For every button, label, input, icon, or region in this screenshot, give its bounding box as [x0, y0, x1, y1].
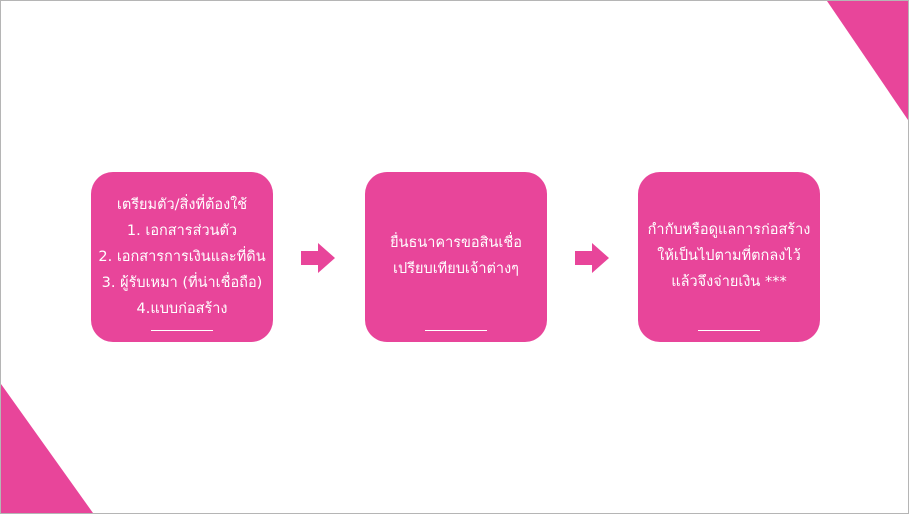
- step-text: กำกับหรือดูแลการก่อสร้าง ให้เป็นไปตามที่…: [638, 217, 820, 295]
- step-line: ยื่นธนาคารขอสินเชื่อ: [390, 235, 522, 251]
- step-line: 2. เอกสารการเงินและที่ดิน: [98, 249, 266, 265]
- corner-triangle-top-right: [827, 1, 908, 120]
- step-line: เปรียบเทียบเจ้าต่างๆ: [393, 261, 519, 277]
- corner-triangle-bottom-left: [1, 384, 93, 513]
- step-box-apply-loan: ยื่นธนาคารขอสินเชื่อ เปรียบเทียบเจ้าต่าง…: [365, 172, 547, 342]
- step-line: เตรียมตัว/สิ่งที่ต้องใช้: [116, 197, 248, 213]
- step-box-supervise-construction: กำกับหรือดูแลการก่อสร้าง ให้เป็นไปตามที่…: [638, 172, 820, 342]
- step-underline: [425, 330, 487, 331]
- step-line: ให้เป็นไปตามที่ตกลงไว้: [657, 248, 801, 264]
- right-arrow-icon: [575, 243, 609, 273]
- step-line: 4.แบบก่อสร้าง: [136, 301, 228, 317]
- step-line: กำกับหรือดูแลการก่อสร้าง: [647, 222, 811, 238]
- step-underline: [151, 330, 213, 331]
- step-text: ยื่นธนาคารขอสินเชื่อ เปรียบเทียบเจ้าต่าง…: [365, 230, 547, 282]
- right-arrow-icon: [301, 243, 335, 273]
- step-line: 1. เอกสารส่วนตัว: [126, 223, 238, 239]
- step-underline: [698, 330, 760, 331]
- step-box-prepare: เตรียมตัว/สิ่งที่ต้องใช้ 1. เอกสารส่วนตั…: [91, 172, 273, 342]
- step-line: 3. ผู้รับเหมา (ที่น่าเชื่อถือ): [101, 275, 263, 291]
- step-text: เตรียมตัว/สิ่งที่ต้องใช้ 1. เอกสารส่วนตั…: [91, 192, 273, 322]
- step-line: แล้วจึงจ่ายเงิน ***: [671, 274, 787, 290]
